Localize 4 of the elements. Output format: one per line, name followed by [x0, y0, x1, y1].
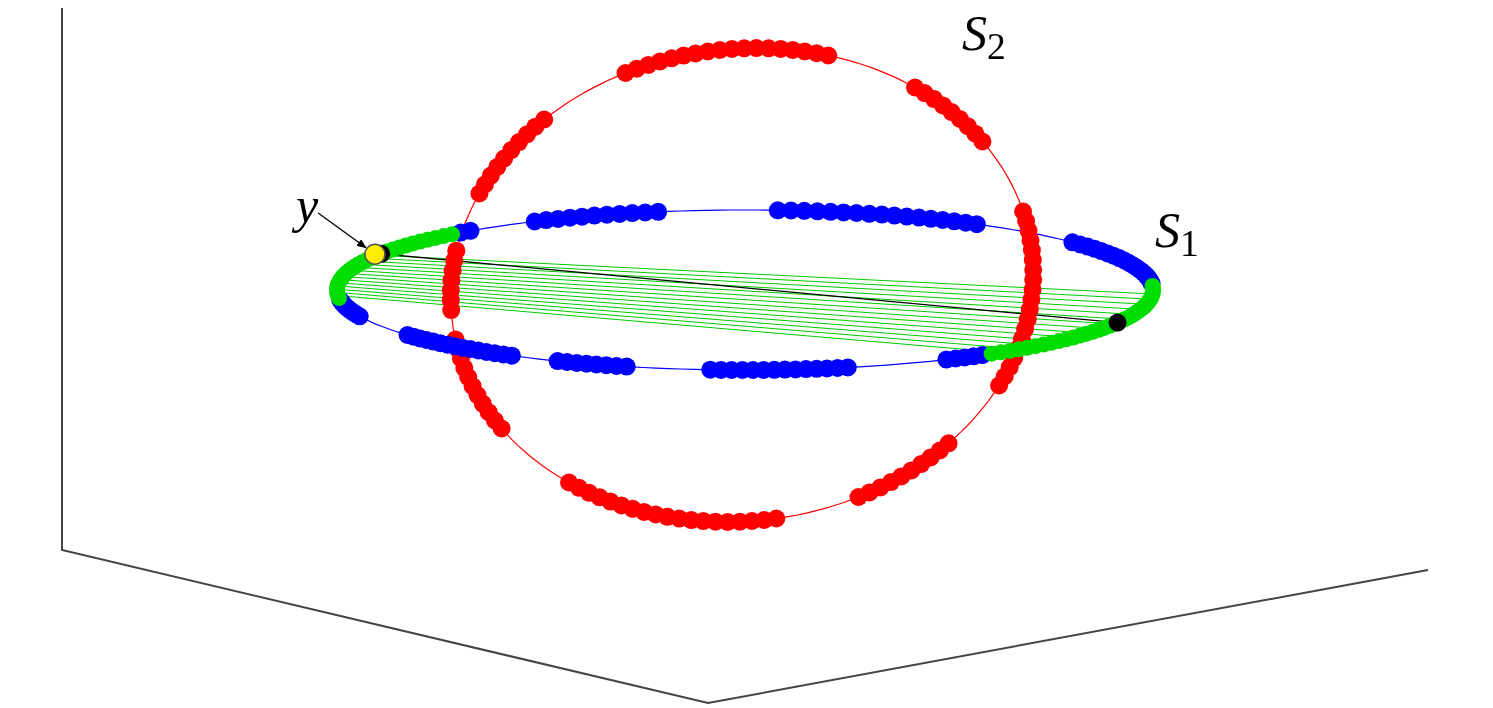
set-label: S$_{1}$: [1155, 205, 1199, 263]
data-point: [364, 243, 386, 265]
set-label: S$_{2}$: [962, 8, 1006, 66]
leader-line: [317, 212, 367, 249]
